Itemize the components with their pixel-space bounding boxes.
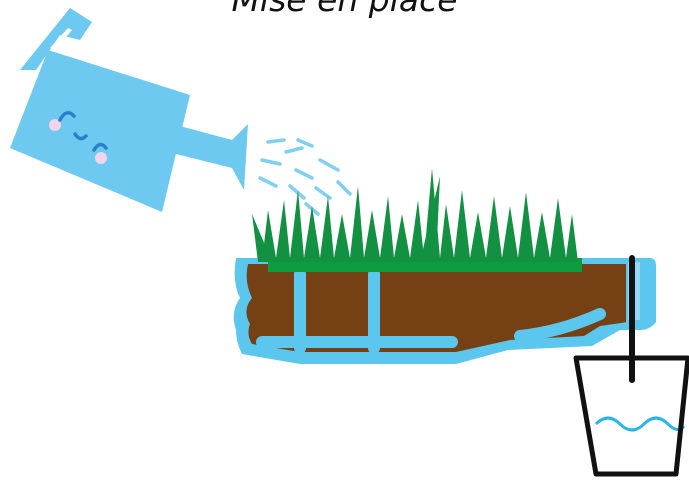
grass-icon <box>252 168 582 272</box>
water-drops <box>260 140 350 214</box>
watering-can-icon <box>10 8 248 212</box>
bottle-planter-icon <box>234 258 656 364</box>
